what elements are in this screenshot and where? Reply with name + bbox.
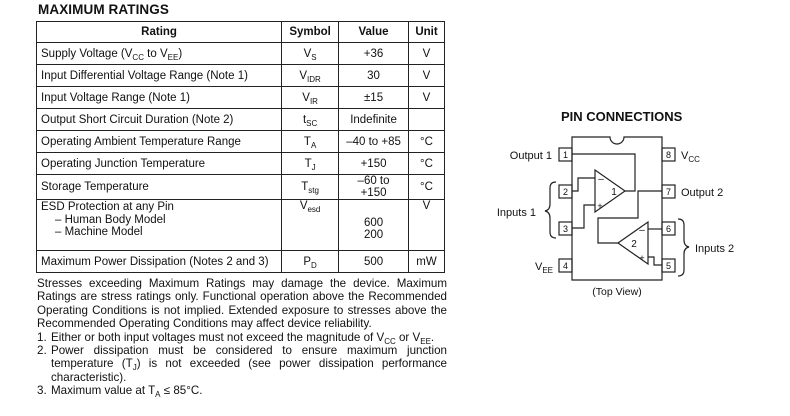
esd-human-body-label: – Human Body Model: [55, 214, 166, 226]
unit-cell: V: [408, 86, 445, 109]
value-cell: ±15: [338, 86, 409, 109]
rating-cell: Output Short Circuit Duration (Note 2): [35, 108, 283, 131]
inputs-2-brace: [677, 218, 690, 277]
wire-pin-2: [572, 177, 595, 192]
note-item: 1.Either or both input voltages must not…: [37, 330, 435, 346]
header-value: Value: [338, 21, 409, 43]
label-output-2: Output 2: [681, 187, 723, 199]
symbol-cell: PD: [281, 250, 340, 273]
op-amp-1-minus: –: [598, 174, 604, 185]
rating-cell: Input Voltage Range (Note 1): [35, 86, 283, 109]
value-cell: 30: [338, 64, 409, 87]
pin-connections-title: PIN CONNECTIONS: [561, 109, 683, 124]
table-header-row: Rating Symbol Value Unit: [35, 21, 445, 43]
table-row: Input Differential Voltage Range (Note 1…: [35, 64, 445, 87]
inputs-1-brace: [544, 181, 557, 239]
table-row: Input Voltage Range (Note 1) VIR ±15 V: [35, 86, 445, 109]
wire-pin-5: [648, 256, 662, 266]
unit-cell: mW: [408, 250, 445, 273]
wire-output-2: [597, 190, 662, 244]
unit-cell: °C: [408, 174, 445, 200]
value-cell: 600 200: [338, 199, 409, 251]
op-amp-1-plus: +: [597, 201, 602, 211]
op-amp-2-minus: –: [639, 225, 645, 236]
unit-cell: V: [408, 64, 445, 87]
unit-cell: V: [408, 42, 445, 65]
label-vcc: VCC: [681, 150, 700, 164]
symbol-cell: tSC: [281, 108, 340, 131]
unit-cell: V: [408, 199, 445, 251]
pin-8: [661, 147, 676, 162]
symbol-cell: TA: [281, 130, 340, 153]
rating-cell: Supply Voltage (VCC to VEE): [35, 42, 283, 65]
esd-machine-value: 200: [363, 229, 384, 241]
esd-rating-label: ESD Protection at any Pin: [41, 201, 174, 213]
notes-section: Stresses exceeding Maximum Ratings may d…: [37, 277, 447, 400]
pin-number-5: 5: [666, 261, 671, 271]
symbol-cell: Vesd: [281, 199, 340, 251]
rating-cell: ESD Protection at any Pin – Human Body M…: [35, 199, 283, 251]
symbol-cell: VIDR: [281, 64, 340, 87]
pin-number-7: 7: [666, 187, 671, 197]
header-unit: Unit: [408, 21, 445, 43]
pin-number-2: 2: [563, 187, 568, 197]
symbol-cell: TJ: [281, 152, 340, 175]
table-row-esd: ESD Protection at any Pin – Human Body M…: [35, 199, 445, 251]
table-row: Operating Ambient Temperature Range TA –…: [35, 130, 445, 153]
section-title: MAXIMUM RATINGS: [38, 2, 169, 17]
unit-cell: [408, 108, 445, 131]
rating-cell: Storage Temperature: [35, 174, 283, 200]
table-row: Maximum Power Dissipation (Notes 2 and 3…: [35, 250, 445, 273]
value-cell: –40 to +85: [338, 130, 409, 153]
label-inputs-1: Inputs 1: [497, 207, 536, 219]
top-view-caption: (Top View): [592, 286, 641, 298]
table-row: Storage Temperature Tstg –60 to +150 °C: [35, 174, 445, 200]
wire-pin-3: [572, 204, 595, 229]
symbol-cell: VS: [281, 42, 340, 65]
label-inputs-2: Inputs 2: [695, 243, 734, 255]
maximum-ratings-table: Rating Symbol Value Unit Supply Voltage …: [35, 21, 445, 273]
op-amp-2: [616, 220, 649, 266]
header-rating: Rating: [35, 21, 283, 43]
value-cell: 500: [338, 250, 409, 273]
op-amp-2-plus: +: [639, 253, 644, 263]
header-symbol: Symbol: [281, 21, 340, 43]
wire-output-1: [572, 153, 636, 192]
symbol-cell: Tstg: [281, 174, 340, 200]
stress-disclaimer: Stresses exceeding Maximum Ratings may d…: [37, 277, 447, 331]
symbol-cell: VIR: [281, 86, 340, 109]
op-amp-2-label: 2: [631, 239, 637, 250]
value-cell: –60 to +150: [338, 174, 409, 200]
pin-number-3: 3: [563, 224, 568, 234]
esd-machine-label: – Machine Model: [55, 226, 143, 238]
op-amp-1-label: 1: [611, 187, 617, 198]
pin-4: [558, 258, 573, 273]
rating-cell: Operating Ambient Temperature Range: [35, 130, 283, 153]
pin-number-1: 1: [563, 150, 568, 160]
note-item: 2.Power dissipation must be considered t…: [37, 344, 447, 384]
op-amp-1: [594, 168, 627, 214]
esd-human-body-value: 600: [363, 217, 384, 229]
rating-cell: Maximum Power Dissipation (Notes 2 and 3…: [35, 250, 283, 273]
note-item: 3.Maximum value at TA ≤ 85°C.: [37, 384, 203, 400]
value-cell: +36: [338, 42, 409, 65]
value-cell: Indefinite: [338, 108, 409, 131]
unit-cell: °C: [408, 152, 445, 175]
table-row: Output Short Circuit Duration (Note 2) t…: [35, 108, 445, 131]
unit-cell: °C: [408, 130, 445, 153]
rating-cell: Operating Junction Temperature: [35, 152, 283, 175]
pin-connections-diagram: 1 2 3 4 8 7 6 5 1 2 – + – + Output 1 Inp…: [497, 136, 734, 298]
table-row: Supply Voltage (VCC to VEE) VS +36 V: [35, 42, 445, 65]
pin-number-8: 8: [666, 150, 671, 160]
pin-number-6: 6: [666, 224, 671, 234]
table-row: Operating Junction Temperature TJ +150 °…: [35, 152, 445, 175]
rating-cell: Input Differential Voltage Range (Note 1…: [35, 64, 283, 87]
notes-list: 1.Either or both input voltages must not…: [37, 330, 447, 400]
label-output-1: Output 1: [510, 150, 552, 162]
label-vee: VEE: [535, 261, 553, 275]
pin-number-4: 4: [563, 261, 568, 271]
value-cell: +150: [338, 152, 409, 175]
